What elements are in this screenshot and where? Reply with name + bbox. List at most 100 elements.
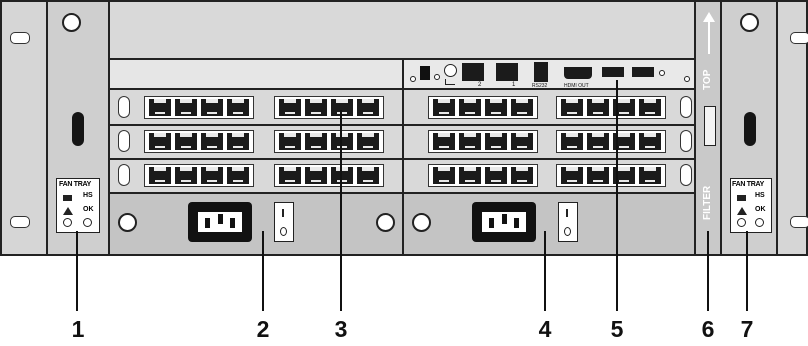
rj45-port[interactable] <box>433 167 455 184</box>
screw-icon <box>62 13 81 32</box>
rj45-port[interactable] <box>331 167 353 184</box>
callout-3: 3 <box>334 316 348 342</box>
rj45-port[interactable] <box>587 133 609 150</box>
rj45-port[interactable] <box>227 99 249 116</box>
rj45-port[interactable] <box>279 99 301 116</box>
warning-icon <box>63 207 73 215</box>
divider <box>108 124 696 126</box>
module-latch[interactable] <box>680 96 692 118</box>
rj45-port[interactable] <box>485 133 507 150</box>
fan-tray-title: FAN TRAY <box>732 181 764 188</box>
rj45-port[interactable] <box>485 99 507 116</box>
filter-handle[interactable] <box>704 106 716 146</box>
psu-right <box>402 192 696 256</box>
rj45-port[interactable] <box>587 167 609 184</box>
rj45-port[interactable] <box>175 99 197 116</box>
power-button[interactable] <box>420 66 430 80</box>
power-switch[interactable] <box>558 202 578 242</box>
rs232-label: RS232 <box>532 83 548 89</box>
rj45-port[interactable] <box>201 133 223 150</box>
lan-port-2[interactable] <box>462 63 484 81</box>
module-latch[interactable] <box>680 164 692 186</box>
module-latch[interactable] <box>680 130 692 152</box>
rj45-port[interactable] <box>357 167 379 184</box>
io-panel: 2 1 RS232 HDMI OUT <box>402 58 696 90</box>
rj45-port[interactable] <box>227 133 249 150</box>
mount-slot-icon <box>10 216 30 228</box>
rj45-port[interactable] <box>511 167 533 184</box>
rj45-port[interactable] <box>305 167 327 184</box>
led-icon <box>410 76 416 82</box>
fan-tray-title: FAN TRAY <box>59 181 91 188</box>
rj45-port[interactable] <box>357 99 379 116</box>
rj45-port[interactable] <box>331 133 353 150</box>
rj45-port[interactable] <box>561 133 583 150</box>
rj45-port[interactable] <box>587 99 609 116</box>
rj45-port[interactable] <box>305 133 327 150</box>
led-icon <box>684 76 690 82</box>
rj45-port[interactable] <box>149 99 171 116</box>
rj45-port[interactable] <box>511 99 533 116</box>
rj45-port[interactable] <box>331 99 353 116</box>
rj45-port[interactable] <box>459 133 481 150</box>
rj45-port[interactable] <box>279 133 301 150</box>
rj45-port[interactable] <box>639 167 661 184</box>
rj45-port[interactable] <box>149 167 171 184</box>
rj45-port[interactable] <box>561 99 583 116</box>
rj45-port-group <box>428 130 538 153</box>
rj45-port[interactable] <box>279 167 301 184</box>
rj45-port[interactable] <box>639 99 661 116</box>
rj45-port[interactable] <box>561 167 583 184</box>
callout-1: 1 <box>71 316 85 342</box>
rj45-port[interactable] <box>201 99 223 116</box>
rj45-port[interactable] <box>459 167 481 184</box>
hs-label: HS <box>83 192 93 199</box>
rj45-port[interactable] <box>201 167 223 184</box>
leader-line-1 <box>76 231 78 311</box>
rj45-port[interactable] <box>227 167 249 184</box>
rj45-port[interactable] <box>357 133 379 150</box>
rj45-port[interactable] <box>639 133 661 150</box>
callout-2: 2 <box>256 316 270 342</box>
psu-left <box>108 192 404 256</box>
usb-port[interactable] <box>632 67 654 77</box>
rj45-port[interactable] <box>305 99 327 116</box>
top-blank-panel <box>108 0 696 60</box>
hdmi-label: HDMI OUT <box>564 83 589 89</box>
rj45-port[interactable] <box>175 167 197 184</box>
screw-icon <box>118 213 137 232</box>
right-fan-tray: FAN TRAY HS OK <box>720 0 778 256</box>
rj45-port-group <box>428 164 538 187</box>
module-latch[interactable] <box>118 130 130 152</box>
module-latch[interactable] <box>118 164 130 186</box>
fan-handle <box>72 112 84 146</box>
rj45-port[interactable] <box>485 167 507 184</box>
rj45-port-group <box>144 164 254 187</box>
leader-line-7 <box>746 231 748 311</box>
left-rack-ear <box>0 0 48 256</box>
ground-icon <box>445 79 455 85</box>
ok-label: OK <box>83 206 94 213</box>
hdmi-port[interactable] <box>564 67 592 79</box>
rs232-port[interactable] <box>534 62 548 82</box>
rj45-port-group <box>556 130 666 153</box>
rj45-port[interactable] <box>433 99 455 116</box>
usb-port[interactable] <box>602 67 624 77</box>
screw-icon <box>740 13 759 32</box>
top-label: TOP <box>702 69 713 90</box>
fan-icon <box>63 195 72 201</box>
power-switch[interactable] <box>274 202 294 242</box>
led-icon <box>83 218 92 227</box>
rj45-port[interactable] <box>433 133 455 150</box>
power-inlet[interactable] <box>472 202 536 242</box>
rj45-port[interactable] <box>459 99 481 116</box>
rj45-port-group <box>274 130 384 153</box>
rj45-port[interactable] <box>511 133 533 150</box>
power-inlet[interactable] <box>188 202 252 242</box>
module-latch[interactable] <box>118 96 130 118</box>
rj45-port[interactable] <box>175 133 197 150</box>
rj45-port-group <box>274 164 384 187</box>
rj45-port[interactable] <box>149 133 171 150</box>
callout-6: 6 <box>701 316 715 342</box>
lan-port-1[interactable] <box>496 63 518 81</box>
